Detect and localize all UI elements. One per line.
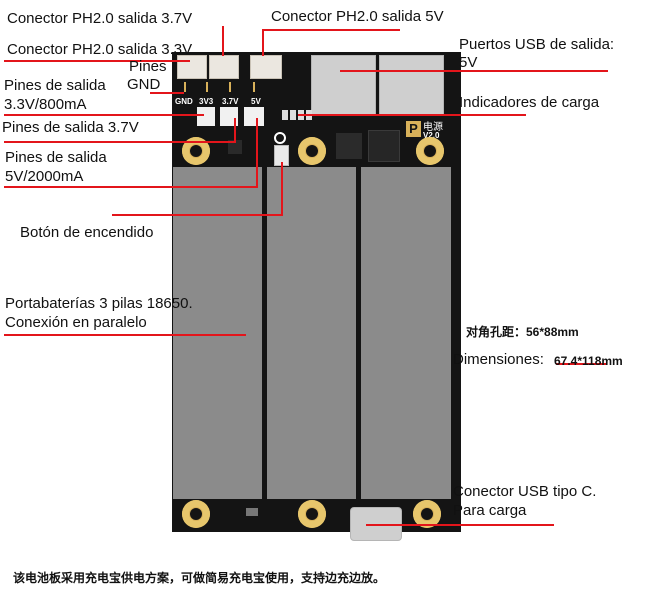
label-gnd-line2: GND (127, 76, 161, 93)
label-pins-37: Pines de salida 3.7V (2, 119, 139, 136)
pin-33-icon (206, 82, 208, 92)
callout-line-ph5-v (262, 30, 264, 56)
callout-line-ph37 (222, 26, 224, 56)
pin-label-37: 3.7V (222, 97, 239, 106)
silk-pad-37 (220, 107, 238, 126)
label-ph-33: Conector PH2.0 salida 3.3V (7, 41, 193, 58)
inductor (336, 133, 362, 159)
label-ph-37: Conector PH2.0 salida 3.7V (7, 10, 193, 27)
callout-line-pins5-h (4, 186, 257, 188)
label-holder-line2: Conexión en paralelo (5, 314, 147, 331)
mounting-hole-bottom-right (413, 500, 441, 528)
callout-line-button-h (112, 214, 283, 216)
label-dims-value: 67.4*118mm (554, 354, 623, 368)
smd-component (246, 508, 258, 516)
callout-line-gnd (150, 92, 184, 94)
usb-a-port-1 (311, 55, 376, 115)
label-pins-5-line2: 5V/2000mA (5, 168, 84, 185)
mounting-hole-bottom-mid (298, 500, 326, 528)
callout-line-button-v (281, 162, 283, 216)
gnd-pin-icon (184, 82, 186, 92)
callout-line-holder (4, 334, 246, 336)
logo-mark: P (406, 121, 421, 137)
label-holder-line1: Portabaterías 3 pilas 18650. (5, 295, 193, 312)
mounting-hole-bottom-left (182, 500, 210, 528)
silk-pad-5 (244, 107, 264, 126)
label-power-button: Botón de encendido (20, 224, 154, 241)
label-usbc-line1: Conector USB tipo C. (453, 483, 597, 500)
version-text: V2.0 (423, 131, 440, 140)
callout-line-pins37-v (234, 118, 236, 143)
battery-cell-3 (361, 167, 451, 499)
battery-cell-2 (267, 167, 356, 499)
label-gnd-line1: Pines (129, 58, 167, 75)
label-pins-5-line1: Pines de salida (5, 149, 107, 166)
silk-pad-33 (197, 107, 215, 126)
mounting-hole-top-right (416, 137, 444, 165)
label-pins-33-line1: Pines de salida (4, 77, 106, 94)
callout-line-ph5-h (262, 29, 400, 31)
battery-cell-1 (173, 167, 262, 499)
callout-line-ph33 (4, 60, 190, 62)
ph-connector-5 (250, 55, 282, 79)
label-ph-5: Conector PH2.0 salida 5V (271, 8, 444, 25)
label-pins-33-line2: 3.3V/800mA (4, 96, 87, 113)
power-symbol-icon (274, 132, 286, 144)
pin-label-gnd: GND (175, 97, 193, 106)
ic-chip-small (228, 140, 242, 154)
callout-line-pins5-v (256, 118, 258, 188)
logo-text: 电源 (423, 122, 443, 133)
label-usbc-line2: Para carga (453, 502, 527, 519)
label-charge-indicators: Indicadores de carga (459, 94, 600, 111)
label-dims: Dimensiones: (453, 351, 544, 368)
label-hole-spacing: 对角孔距：56*88mm (466, 325, 579, 339)
callout-line-usb-out (340, 70, 608, 72)
ic-chip-main (368, 130, 400, 162)
charge-led-1-icon (282, 110, 288, 120)
ph-connector-37 (209, 55, 239, 79)
label-usb-out-line1: Puertos USB de salida: (459, 36, 615, 53)
usb-a-port-2 (379, 55, 444, 115)
callout-line-pins33 (4, 114, 204, 116)
ph-connector-33 (177, 55, 207, 79)
mounting-hole-top-mid (298, 137, 326, 165)
label-usb-out-line2: 5V (459, 54, 478, 71)
pin-label-5v: 5V (251, 97, 261, 106)
callout-line-dims (556, 363, 606, 365)
pin-5-icon (253, 82, 255, 92)
pin-label-3v3: 3V3 (199, 97, 214, 106)
callout-line-usbc (366, 524, 554, 526)
pin-37-icon (229, 82, 231, 92)
callout-line-charge (298, 114, 526, 116)
charge-led-2-icon (290, 110, 296, 120)
callout-line-pins37-h (4, 141, 236, 143)
footer-note: 该电池板采用充电宝供电方案，可做简易充电宝使用，支持边充边放。 (13, 571, 386, 585)
